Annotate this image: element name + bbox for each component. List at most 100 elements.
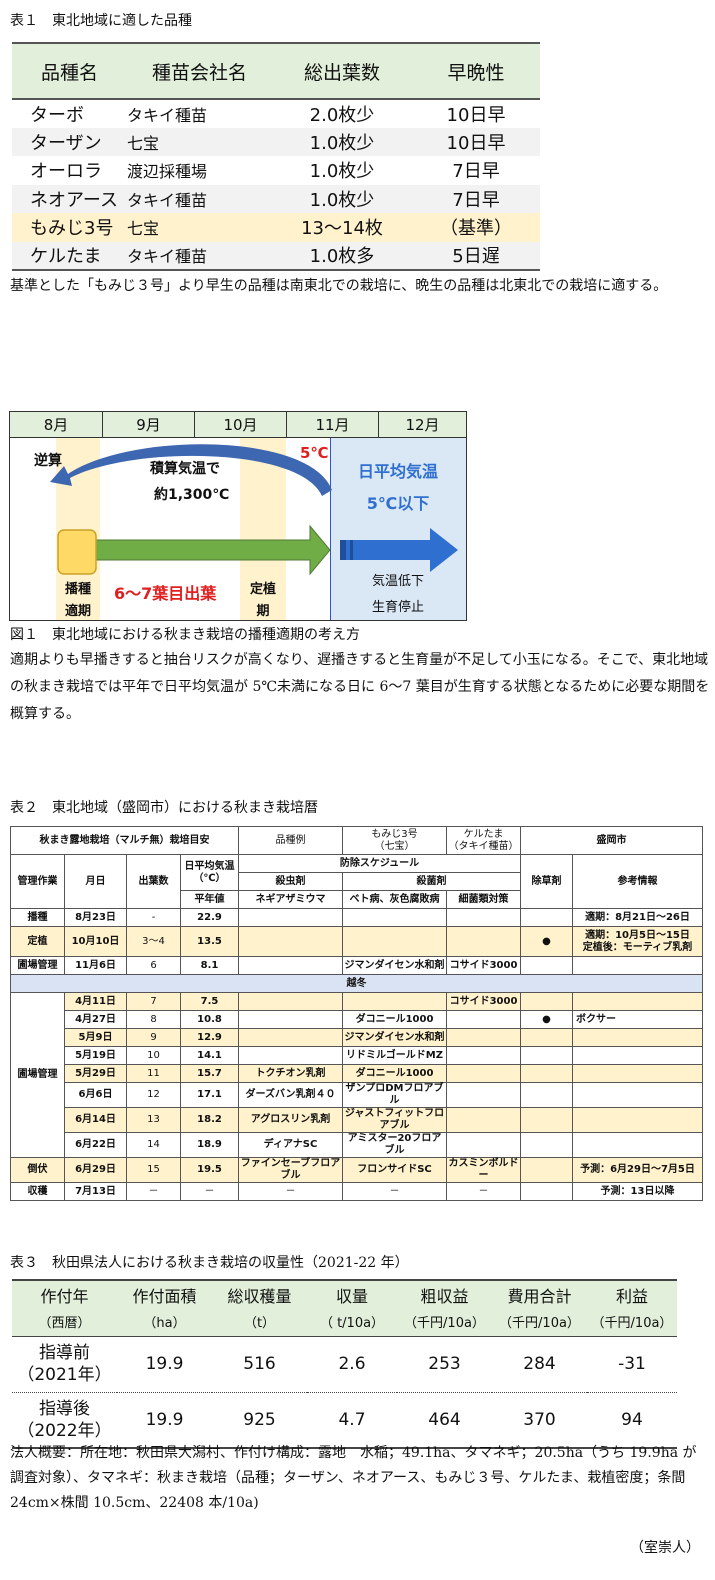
temp-cell: 10.8 — [180, 1010, 239, 1029]
temp-cell: 22.9 — [180, 908, 239, 927]
unit-cell: （千円/10a） — [397, 1308, 492, 1337]
table1-caption: 表１ 東北地域に適した品種 — [10, 13, 192, 29]
fungicide-cell: ザンプロDMフロアブル — [342, 1082, 447, 1108]
empty-cell — [520, 956, 573, 975]
city-label: 盛岡市 — [520, 826, 703, 855]
reference-cell: 予測：13日以降 — [572, 1182, 703, 1201]
kerutama-label: ケルたま（タキイ種苗） — [446, 826, 521, 855]
date-cell: 5月29日 — [64, 1064, 127, 1083]
table-row: 倒伏 6月29日 15 19.5 ファインセーブフロアブル フロンサイドSC カ… — [10, 1157, 703, 1183]
fungicide-cell: アミスター20フロアブル — [342, 1132, 447, 1158]
herbicide-cell — [520, 992, 573, 1011]
company-cell: タキイ種苗 — [127, 241, 272, 271]
date-cell: 4月27日 — [64, 1010, 127, 1029]
empty-cell — [520, 908, 573, 927]
fungicide-cell — [446, 1082, 521, 1108]
variety-cell: もみじ3号 — [12, 213, 127, 242]
reference-cell — [572, 992, 703, 1011]
leaves-cell: 8 — [126, 1010, 181, 1029]
fungicide-cell — [446, 1064, 521, 1083]
company-cell: 渡辺採種場 — [127, 162, 208, 182]
fungicide-cell: コサイド3000 — [446, 992, 521, 1011]
table1-note: 基準とした「もみじ３号」より早生の品種は南東北での栽培に、晩生の品種は北東北での… — [10, 278, 668, 294]
value-cell: 284 — [492, 1336, 587, 1393]
herbicide-cell — [520, 1046, 573, 1065]
header-company: 種苗会社名 — [127, 42, 272, 100]
insecticide-cell: ディアナSC — [238, 1132, 343, 1158]
leaves-cell: 10 — [126, 1046, 181, 1065]
header-date: 月日 — [64, 854, 127, 909]
temp-cell: 12.9 — [180, 1028, 239, 1047]
growth-arrow-icon — [77, 524, 331, 576]
date-cell: 6月29日 — [64, 1157, 127, 1183]
month-dec: 12月 — [378, 412, 466, 438]
backward-label: 逆算 — [34, 453, 62, 469]
table-row: 越冬 — [10, 974, 703, 993]
leaves-cell: 15 — [126, 1157, 181, 1183]
header-variety: 品種名 — [12, 42, 127, 100]
header-cell: 利益 — [587, 1279, 677, 1308]
insecticide-cell — [238, 992, 343, 1011]
maturity-cell: （基準） — [412, 213, 540, 242]
empty-cell — [520, 1182, 573, 1201]
fungicide-cell: コサイド3000 — [446, 956, 521, 975]
work-cell: 定植 — [10, 926, 65, 957]
temp-cell: 15.7 — [180, 1064, 239, 1083]
herbicide-cell — [520, 1107, 573, 1133]
maturity-cell: 5日遅 — [412, 241, 540, 271]
leaves-cell: 7 — [126, 992, 181, 1011]
sowing-marker-icon — [57, 529, 97, 575]
value-cell: 925 — [212, 1392, 307, 1449]
fungicide-cell: フロンサイドSC — [342, 1157, 447, 1183]
variety-cell: ターボ — [30, 104, 84, 126]
temp-cell: － — [180, 1182, 239, 1201]
header-cell: 粗収益 — [397, 1279, 492, 1308]
empty-cell — [342, 926, 447, 957]
empty-cell — [238, 926, 343, 957]
header-normal: 平年値 — [180, 890, 239, 909]
reference-cell — [572, 1107, 703, 1133]
date-cell: 5月9日 — [64, 1028, 127, 1047]
header-mildew: ベト病、灰色腐敗病 — [342, 890, 447, 909]
fungicide-cell — [446, 1046, 521, 1065]
work-cell: 圃場管理 — [10, 956, 65, 975]
leaves-cell: 1.0枚多 — [272, 241, 412, 271]
header-schedule: 防除スケジュール — [238, 854, 521, 873]
header-cell: 収量 — [307, 1279, 397, 1308]
herbicide-cell — [520, 1028, 573, 1047]
maturity-cell: 7日早 — [412, 184, 540, 213]
temp-threshold-label: 5℃ — [300, 444, 329, 462]
fungicide-cell: カスミンボルドー — [446, 1157, 521, 1183]
value-cell: 253 — [397, 1336, 492, 1393]
maturity-cell: 10日早 — [412, 127, 540, 156]
header-cell: 作付年 — [12, 1279, 117, 1308]
leaves-cell: 6 — [126, 956, 181, 975]
table-row: 収穫 7月13日 － － － － － 予測：13日以降 — [10, 1182, 703, 1201]
fungicide-cell: ジャストフィットフロアブル — [342, 1107, 447, 1133]
company-cell: タキイ種苗 — [127, 184, 272, 213]
leaves-cell: 1.0枚少 — [272, 127, 412, 156]
accum-temp-line1: 積算気温で — [150, 461, 220, 477]
fungicide-cell — [446, 1132, 521, 1158]
value-cell: 4.7 — [307, 1392, 397, 1449]
month-oct: 10月 — [194, 412, 286, 438]
month-nov: 11月 — [286, 412, 378, 438]
header-fungicide: 殺菌剤 — [342, 872, 521, 891]
header-herbicide: 除草剤 — [520, 854, 573, 909]
leaves-cell: 1.0枚少 — [309, 161, 375, 183]
leaves-cell: 1.0枚少 — [272, 184, 412, 213]
insecticide-cell — [238, 1010, 343, 1029]
header-leaves: 総出葉数 — [272, 42, 412, 100]
growth-stop-line2: 生育停止 — [371, 600, 424, 615]
reference-cell — [572, 1064, 703, 1083]
value-cell: -31 — [587, 1336, 677, 1393]
variety-cell: ネオアース — [12, 184, 127, 213]
work-cell: 圃場管理 — [10, 992, 65, 1158]
month-aug: 8月 — [43, 416, 69, 434]
cultivation-calendar-table: 秋まき露地栽培（マルチ無）栽培目安 品種例 もみじ3号（七宝） ケルたま（タキイ… — [10, 826, 703, 1201]
insecticide-cell — [238, 1046, 343, 1065]
leaves-cell: － — [126, 1182, 181, 1201]
reference-cell: 適期：8月21日～26日 — [572, 908, 703, 927]
